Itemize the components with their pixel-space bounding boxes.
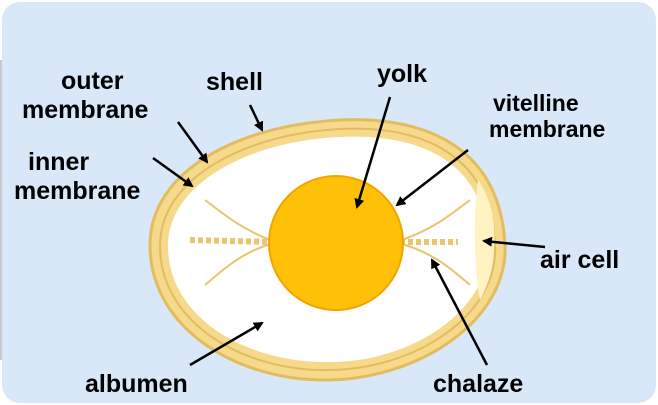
yolk: [269, 176, 403, 310]
label-vitelline-membrane: vitelline membrane: [489, 90, 605, 142]
label-albumen: albumen: [85, 370, 188, 399]
label-air-cell: air cell: [540, 246, 619, 275]
label-inner-membrane: inner membrane: [22, 148, 140, 206]
label-shell: shell: [206, 68, 263, 97]
label-chalaze: chalaze: [433, 370, 523, 399]
label-yolk: yolk: [377, 60, 427, 89]
label-outer-membrane: outer membrane: [55, 67, 148, 125]
